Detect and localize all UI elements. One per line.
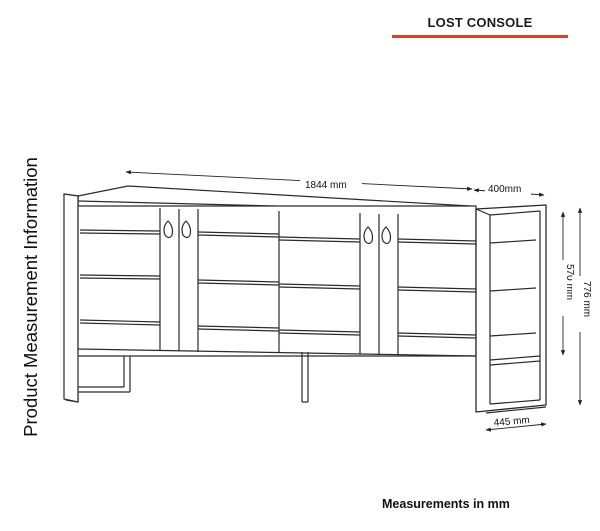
product-title: LOST CONSOLE bbox=[427, 15, 533, 30]
title-underline bbox=[392, 35, 568, 38]
handle-left-1 bbox=[163, 220, 174, 239]
handle-right-1 bbox=[363, 226, 374, 245]
width-label: 1844 mm bbox=[305, 180, 347, 191]
leg-depth-label: 445 mm bbox=[493, 415, 530, 429]
handle-left-2 bbox=[181, 220, 192, 239]
total-height-label: 776 mm bbox=[581, 281, 592, 317]
cabinet-height-label: 570 mm bbox=[564, 264, 575, 300]
handle-right-2 bbox=[381, 226, 392, 245]
depth-label: 400mm bbox=[488, 184, 521, 195]
right-frame bbox=[475, 204, 547, 413]
measurement-note: Measurements in mm bbox=[382, 497, 510, 511]
